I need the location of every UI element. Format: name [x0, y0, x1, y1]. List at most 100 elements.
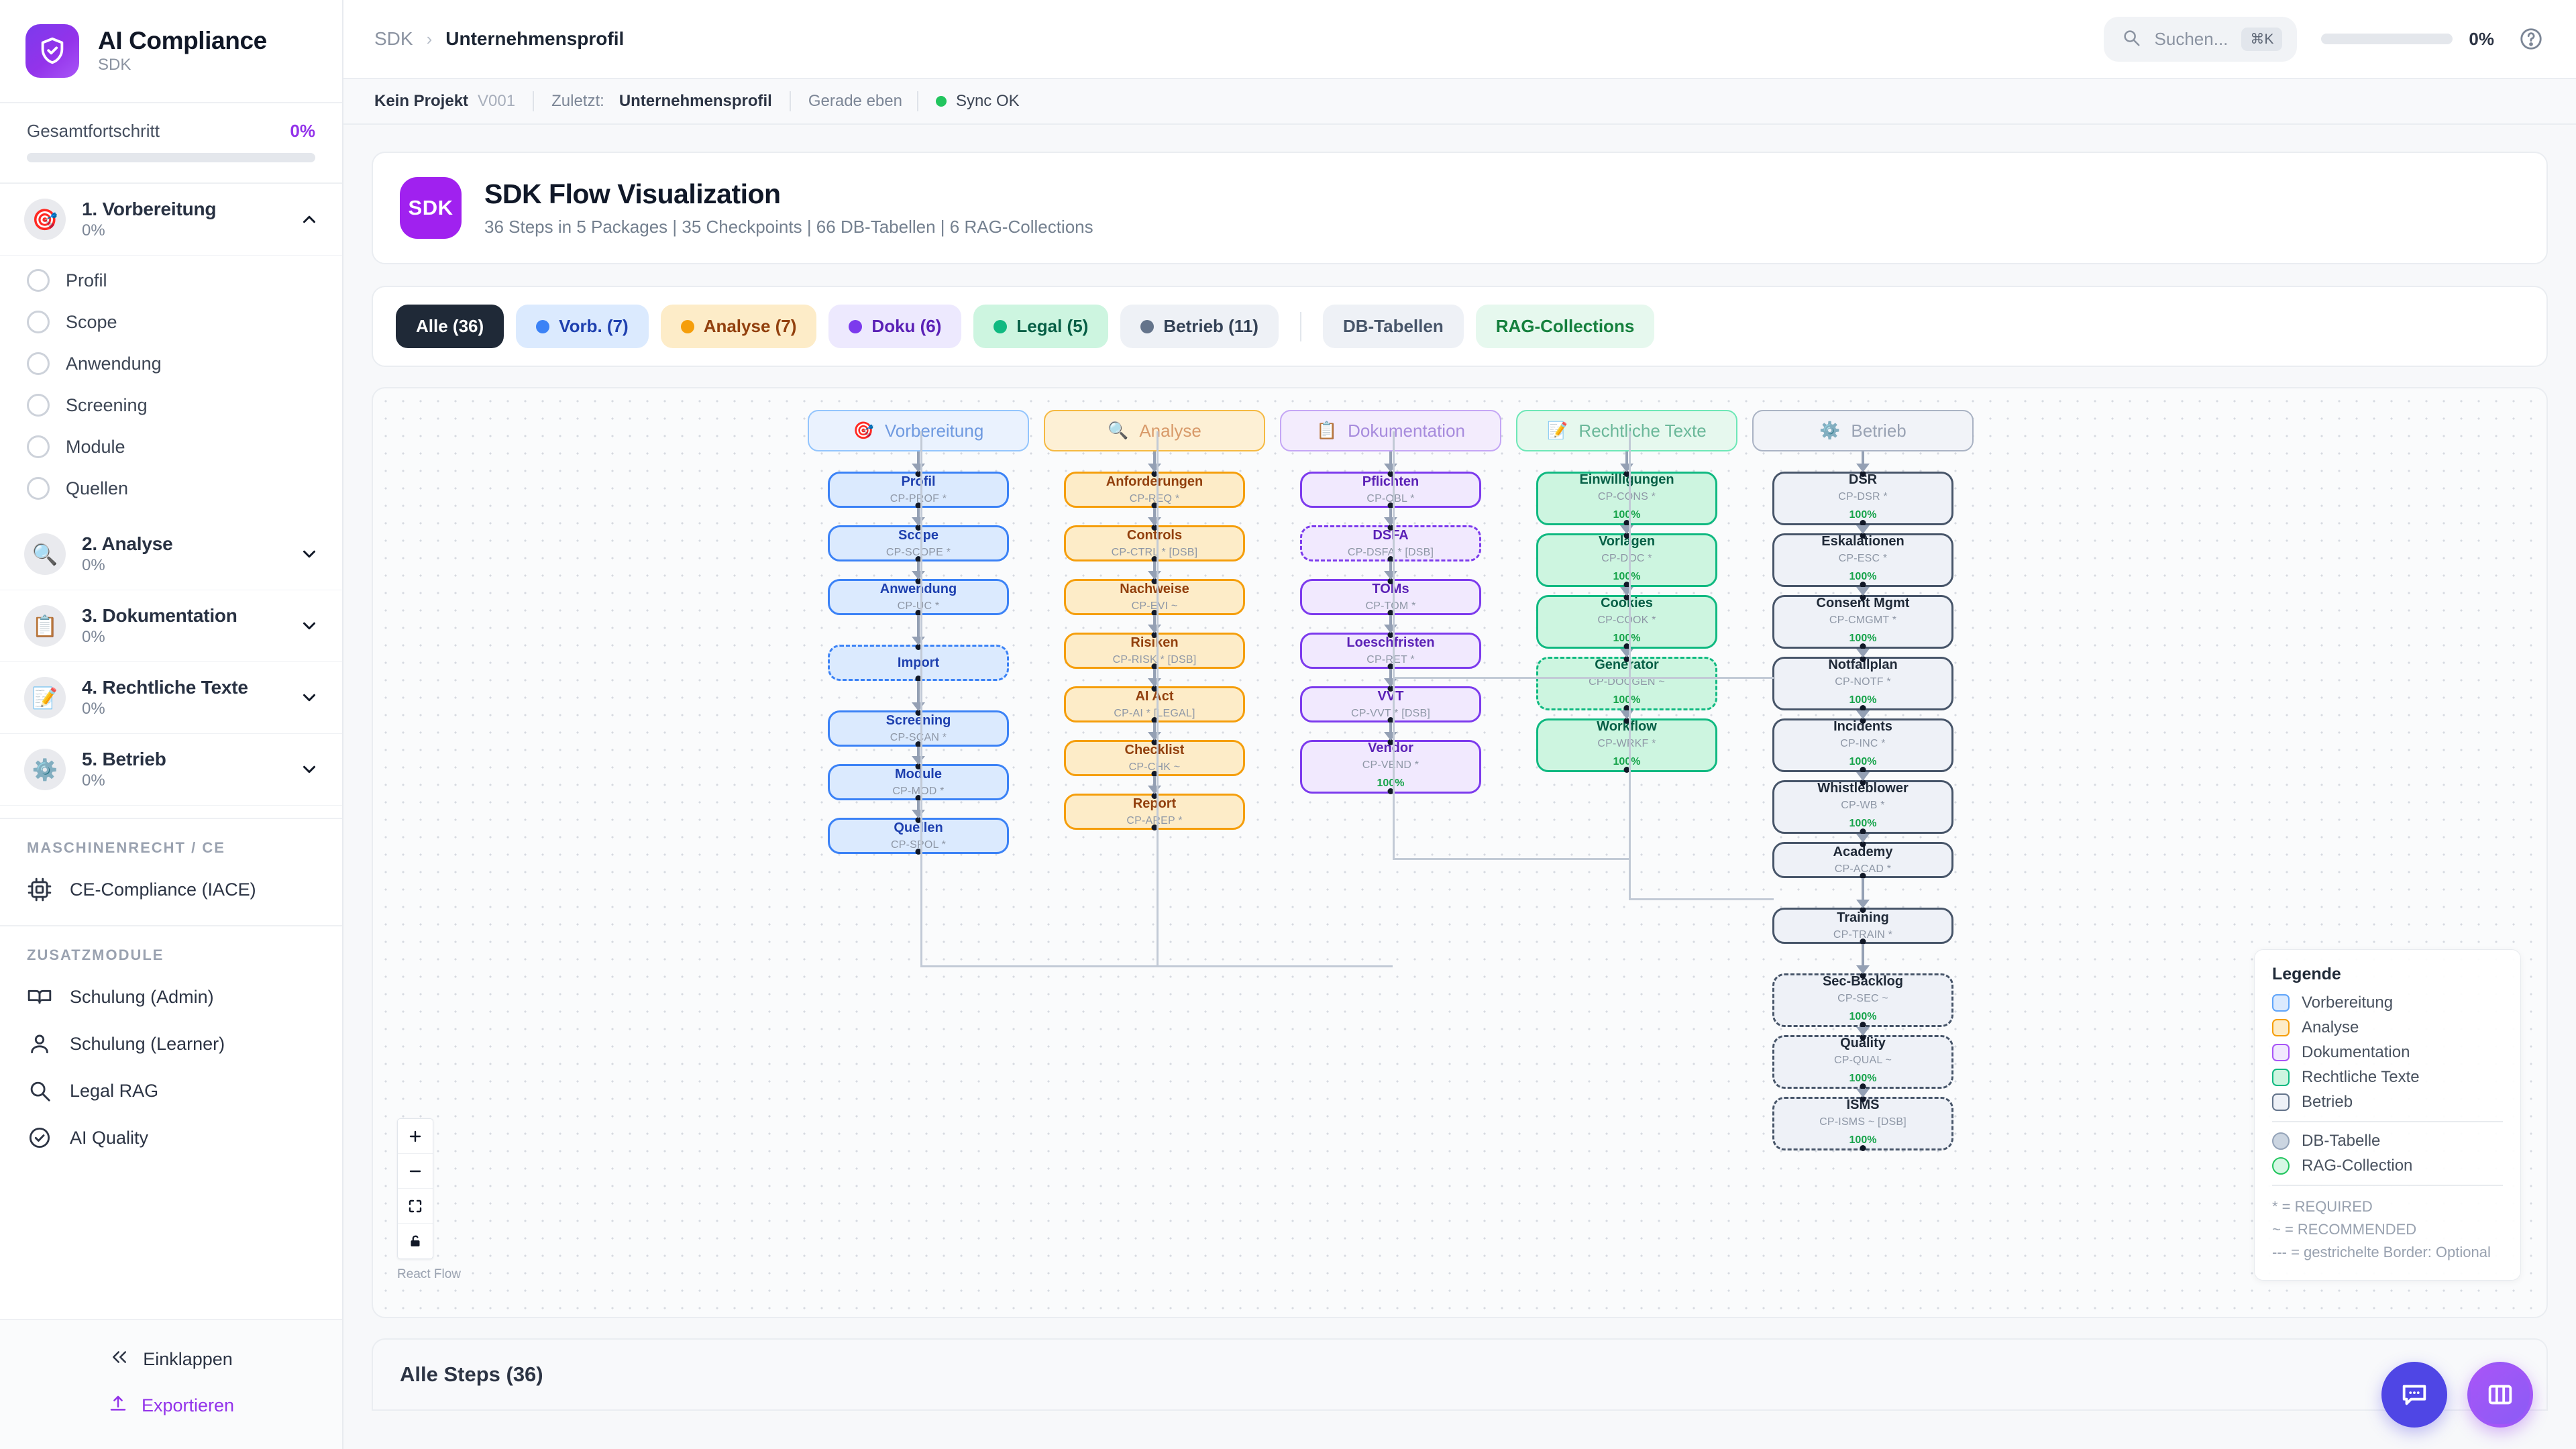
legend-note-0: * = REQUIRED [2272, 1197, 2373, 1215]
sidebar-item-schulung-admin[interactable]: Schulung (Admin) [0, 973, 342, 1020]
sidebar-item-ai-quality[interactable]: AI Quality [0, 1114, 342, 1161]
zoom-out-button[interactable] [398, 1154, 433, 1189]
step-label: Profil [66, 270, 107, 290]
sidebar-item-legal-rag[interactable]: Legal RAG [0, 1067, 342, 1114]
filter-chip-1[interactable]: Vorb. (7) [516, 305, 649, 348]
sidebar-step-quellen[interactable]: Quellen [0, 468, 342, 509]
flow-edge-arrow [912, 637, 925, 645]
sync-status-dot [935, 96, 947, 107]
phase-icon: 📋 [24, 605, 66, 647]
help-circle-icon[interactable] [2518, 26, 2544, 52]
flow-edge-rail [1629, 898, 1774, 900]
sidebar-item-ce-compliance[interactable]: CE-Compliance (IACE) [0, 866, 342, 913]
step-radio[interactable] [27, 311, 50, 333]
step-radio[interactable] [27, 394, 50, 417]
sidebar-step-screening[interactable]: Screening [0, 384, 342, 426]
filter-chip-extra-0[interactable]: DB-Tabellen [1322, 305, 1464, 348]
node-handle-bottom [1623, 582, 1630, 588]
sidebar-item-schulung-learner[interactable]: Schulung (Learner) [0, 1020, 342, 1067]
filter-chip-0[interactable]: Alle (36) [396, 305, 504, 348]
search-icon [27, 1078, 52, 1104]
flow-node-vorbereitung-3[interactable]: Import [828, 644, 1009, 682]
export-button[interactable]: Exportieren [0, 1383, 342, 1429]
lock-button[interactable] [398, 1224, 433, 1258]
collapse-sidebar-button[interactable]: Einklappen [0, 1336, 342, 1383]
flow-edge [917, 615, 920, 639]
step-radio[interactable] [27, 477, 50, 500]
breadcrumb-root[interactable]: SDK [374, 28, 413, 49]
chip-label: Doku (6) [871, 316, 942, 336]
filter-chip-2[interactable]: Analyse (7) [660, 305, 817, 348]
node-title: Screening [885, 713, 951, 728]
fit-view-button[interactable] [398, 1189, 433, 1224]
filter-chip-5[interactable]: Betrieb (11) [1120, 305, 1279, 348]
filter-chip-4[interactable]: Legal (5) [973, 305, 1109, 348]
chat-fab[interactable] [2381, 1362, 2447, 1428]
chevron-down-icon [299, 544, 319, 564]
flow-edge [917, 681, 920, 704]
filter-chip-3[interactable]: Doku (6) [828, 305, 962, 348]
sidebar-brand[interactable]: AI Compliance SDK [0, 0, 342, 103]
step-radio[interactable] [27, 352, 50, 375]
status-version: V001 [478, 92, 516, 110]
node-handle-bottom [1151, 663, 1158, 669]
zoom-in-button[interactable] [398, 1119, 433, 1154]
node-title: Cookies [1601, 595, 1653, 610]
filter-chip-extra-1[interactable]: RAG-Collections [1475, 305, 1655, 348]
flow-edge-arrow [912, 810, 925, 818]
panel-fab[interactable] [2467, 1362, 2533, 1428]
step-radio[interactable] [27, 269, 50, 292]
flow-canvas[interactable]: 🎯Vorbereitung🔍Analyse📋Dokumentation📝Rech… [372, 387, 2548, 1318]
sidebar-step-profil[interactable]: Profil [0, 260, 342, 301]
search-input[interactable]: Suchen... ⌘K [2103, 16, 2298, 62]
sidebar-step-scope[interactable]: Scope [0, 301, 342, 343]
sidebar-step-module[interactable]: Module [0, 426, 342, 468]
node-handle-top [1623, 718, 1630, 724]
react-flow-attribution[interactable]: React Flow [397, 1267, 462, 1281]
phase-icon: 📝 [24, 677, 66, 718]
step-radio[interactable] [27, 435, 50, 458]
node-title: Einwilligungen [1579, 472, 1674, 487]
sidebar-step-anwendung[interactable]: Anwendung [0, 343, 342, 384]
